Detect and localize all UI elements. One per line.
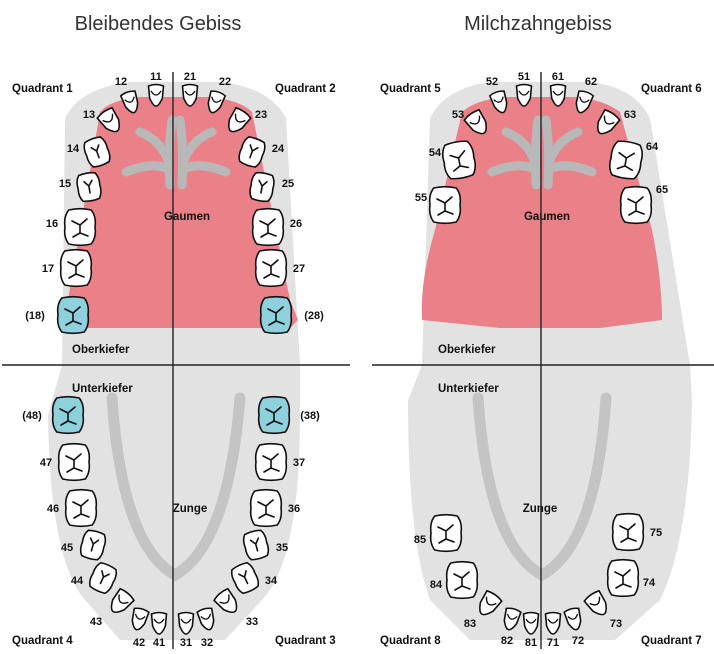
tooth-number-24: 24 <box>272 143 285 155</box>
tooth-number-38: (38) <box>300 410 320 422</box>
tooth-number-63: 63 <box>624 109 636 121</box>
tooth-number-35: 35 <box>276 542 288 554</box>
tooth-number-51: 51 <box>518 71 530 83</box>
permanent-tongue-label: Zunge <box>173 503 208 515</box>
tooth-number-73: 73 <box>610 618 622 630</box>
tooth-number-21: 21 <box>184 71 196 83</box>
tooth-number-11: 11 <box>150 71 162 83</box>
tooth-number-41: 41 <box>153 637 165 649</box>
tooth-46 <box>66 490 97 527</box>
tooth-number-16: 16 <box>46 218 58 230</box>
tooth-26 <box>253 209 284 246</box>
quadrant-3-label: Quadrant 3 <box>275 635 336 647</box>
tooth-number-83: 83 <box>464 618 476 630</box>
tooth-number-54: 54 <box>429 147 442 159</box>
tooth-84 <box>447 562 478 599</box>
tooth-74 <box>608 560 639 597</box>
tooth-47 <box>59 444 90 481</box>
tooth-number-26: 26 <box>290 218 302 230</box>
tooth-number-27: 27 <box>293 263 305 275</box>
tooth-18 <box>58 297 89 334</box>
quadrant-5-label: Quadrant 5 <box>380 83 441 95</box>
tooth-number-23: 23 <box>255 109 267 121</box>
tooth-number-18: (18) <box>25 310 45 322</box>
primary-heading: Milchzahngebiss <box>464 13 612 35</box>
quadrant-6-label: Quadrant 6 <box>641 83 702 95</box>
permanent-upper-jaw-label: Oberkiefer <box>72 344 130 356</box>
quadrant-1-label: Quadrant 1 <box>12 83 73 95</box>
quadrant-8-label: Quadrant 8 <box>380 635 441 647</box>
tooth-38 <box>259 397 290 434</box>
tooth-number-72: 72 <box>572 635 584 647</box>
tooth-number-82: 82 <box>501 635 513 647</box>
tooth-number-33: 33 <box>246 616 258 628</box>
tooth-number-65: 65 <box>656 184 668 196</box>
tooth-48 <box>53 397 84 434</box>
permanent-heading: Bleibendes Gebiss <box>75 13 242 35</box>
tooth-number-15: 15 <box>59 178 71 190</box>
tooth-number-13: 13 <box>83 109 95 121</box>
tooth-number-46: 46 <box>47 503 59 515</box>
quadrant-2-label: Quadrant 2 <box>275 83 336 95</box>
tooth-number-61: 61 <box>552 71 564 83</box>
tooth-number-62: 62 <box>585 76 597 88</box>
tooth-number-31: 31 <box>180 637 192 649</box>
tooth-number-53: 53 <box>452 109 464 121</box>
tooth-number-28: (28) <box>304 310 324 322</box>
tooth-number-42: 42 <box>133 637 145 649</box>
tooth-number-74: 74 <box>643 577 656 589</box>
tooth-37 <box>256 444 287 481</box>
primary-palate-label: Gaumen <box>524 211 570 223</box>
tooth-number-52: 52 <box>486 76 498 88</box>
tooth-number-75: 75 <box>650 527 662 539</box>
tooth-36 <box>251 490 282 527</box>
tooth-number-48: (48) <box>22 410 42 422</box>
tooth-number-37: 37 <box>293 457 305 469</box>
tooth-number-22: 22 <box>219 76 231 88</box>
quadrant-4-label: Quadrant 4 <box>12 635 73 647</box>
tooth-number-36: 36 <box>288 503 300 515</box>
tooth-75 <box>613 514 644 551</box>
tooth-number-55: 55 <box>415 192 427 204</box>
tooth-number-81: 81 <box>525 637 537 649</box>
permanent-palate-label: Gaumen <box>164 211 210 223</box>
tooth-number-12: 12 <box>115 76 127 88</box>
primary-lower-jaw-label: Unterkiefer <box>438 383 499 395</box>
tooth-number-85: 85 <box>414 534 426 546</box>
tooth-16 <box>65 209 96 246</box>
tooth-65 <box>621 187 652 224</box>
tooth-number-71: 71 <box>547 637 559 649</box>
tooth-number-32: 32 <box>201 637 213 649</box>
primary-tongue-label: Zunge <box>523 503 558 515</box>
tooth-28 <box>261 297 292 334</box>
permanent-lower-jaw-label: Unterkiefer <box>72 383 133 395</box>
tooth-27 <box>256 250 287 287</box>
quadrant-7-label: Quadrant 7 <box>641 635 702 647</box>
tooth-number-47: 47 <box>40 457 52 469</box>
tooth-number-84: 84 <box>430 579 443 591</box>
tooth-number-25: 25 <box>282 178 294 190</box>
tooth-85 <box>431 515 462 552</box>
primary-upper-jaw-label: Oberkiefer <box>438 344 496 356</box>
tooth-number-34: 34 <box>265 575 278 587</box>
tooth-number-44: 44 <box>71 575 84 587</box>
tooth-number-43: 43 <box>90 616 102 628</box>
tooth-number-64: 64 <box>646 141 659 153</box>
tooth-number-17: 17 <box>42 263 54 275</box>
tooth-55 <box>430 187 461 224</box>
tooth-17 <box>61 250 92 287</box>
tooth-number-14: 14 <box>67 143 80 155</box>
permanent-dentition: Gaumen Zunge Oberkiefer Unterkiefer Quad… <box>12 71 336 649</box>
tooth-number-45: 45 <box>61 542 73 554</box>
